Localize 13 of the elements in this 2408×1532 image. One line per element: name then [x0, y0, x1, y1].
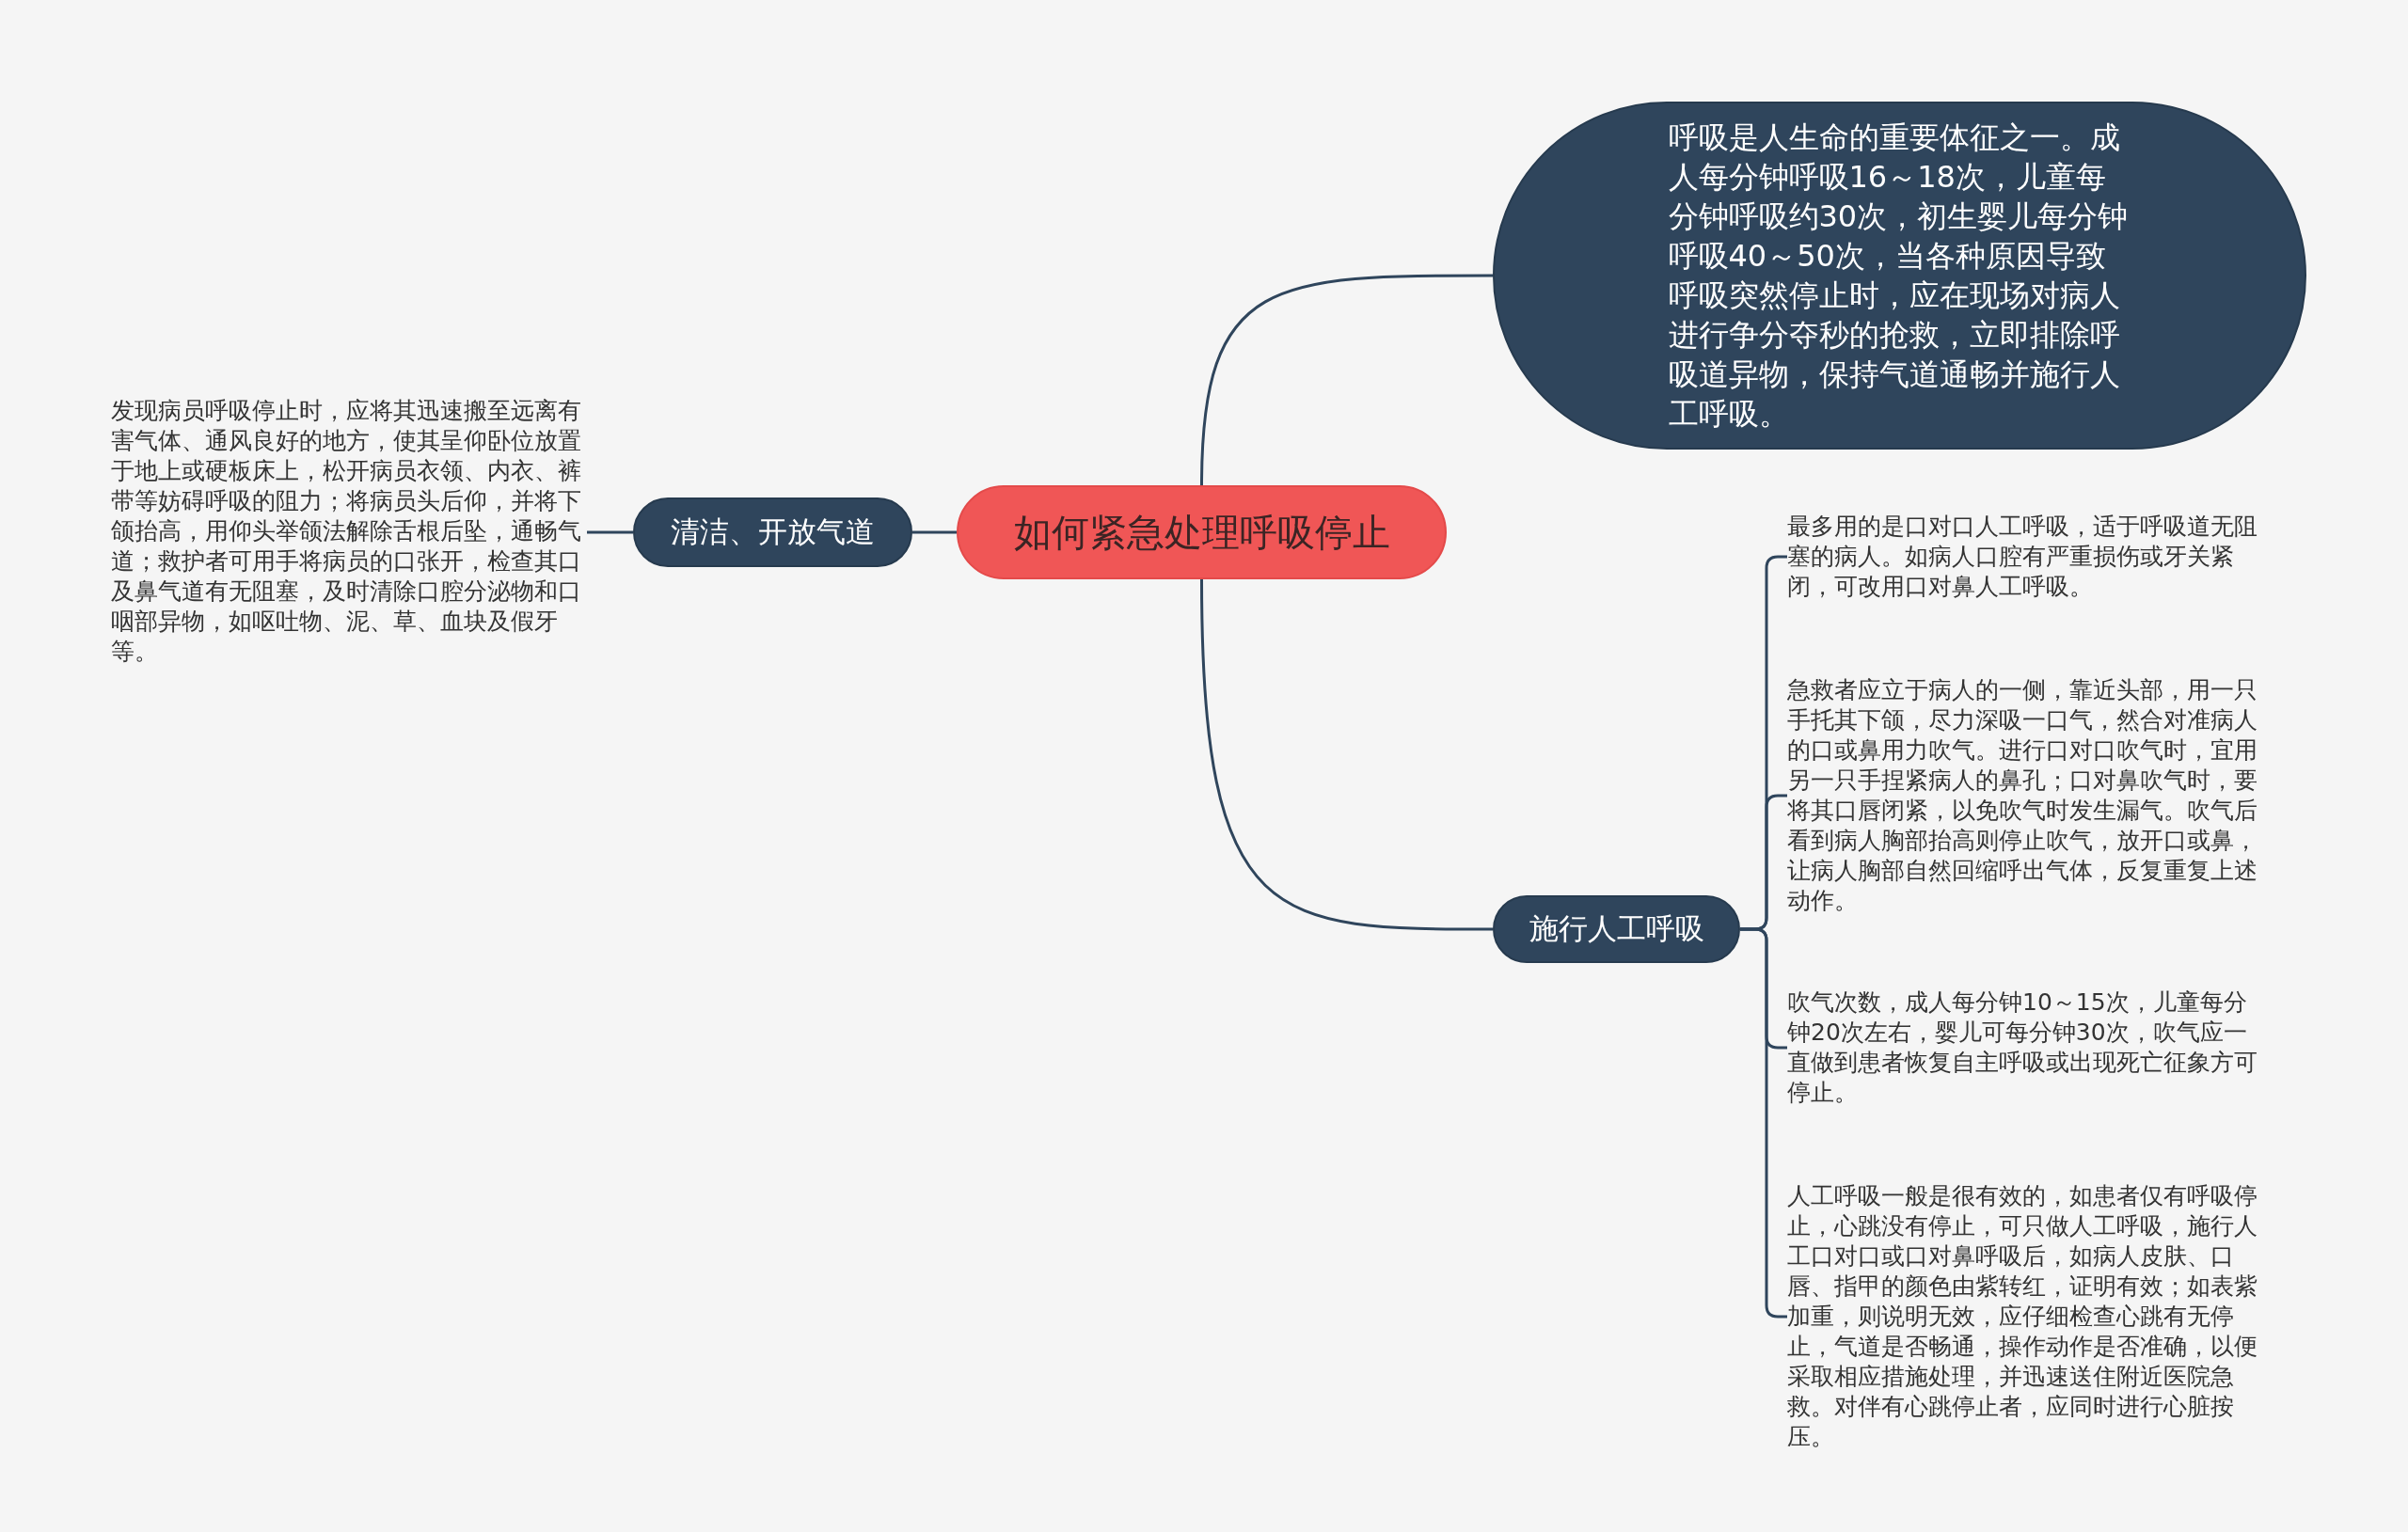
connector-line: [912, 530, 957, 534]
central-topic: 如何紧急处理呼吸停止: [957, 485, 1447, 579]
note-text: 最多用的是口对口人工呼吸，适于呼吸道无阻塞的病人。如病人口腔有严重损伤或牙关紧闭，可改用口对鼻人工呼吸。: [1787, 512, 2269, 602]
note-text: 急救者应立于病人的一侧，靠近头部，用一只手托其下颌，尽力深吸一口气，然合对准病人的口或鼻用力吹气。进行口对口吹气时，宜用另一只手捏紧病人的鼻孔；口对鼻吹气时，要将其口唇闭紧，以免吹气时发生漏气。吹气后看到病人胸部抬高则停止吹气，放开口或鼻，让病人胸部自然回缩呼出气体，反复重复上述动作。: [1787, 675, 2269, 916]
branch-topic: 施行人工呼吸: [1493, 895, 1740, 963]
connector-line: [1200, 578, 1493, 931]
note-text: 人工呼吸一般是很有效的，如患者仅有呼吸停止，心跳没有停止，可只做人工呼吸，施行人工口对口或口对鼻呼吸后，如病人皮肤、口唇、指甲的颜色由紫转红，证明有效；如表紫加重，则说明无效，应仔细检查心跳有无停止，气道是否畅通，操作动作是否准确，以便采取相应措施处理，并迅速送住附近医院急救。对伴有心跳停止者，应同时进行心脏按压。: [1787, 1181, 2269, 1452]
summary-text: 呼吸是人生命的重要体征之一。成人每分钟呼吸16～18次，儿童每分钟呼吸约30次，初生婴儿每分钟呼吸40～50次，当各种原因导致呼吸突然停止时，应在现场对病人进行争分夺秒的抢救，立即排除呼吸道异物，保持气道通畅并施行人工呼吸。: [1668, 118, 2130, 434]
note-text: 吹气次数，成人每分钟10～15次，儿童每分钟20次左右，婴儿可每分钟30次，吹气应一直做到患者恢复自主呼吸或出现死亡征象方可停止。: [1787, 987, 2269, 1108]
note-text: 发现病员呼吸停止时，应将其迅速搬至远离有害气体、通风良好的地方，使其呈仰卧位放置于地上或硬板床上，松开病员衣领、内衣、裤带等妨碍呼吸的阻力；将病员头后仰，并将下颌抬高，用仰头举颌法解除舌根后坠，通畅气道；救护者可用手将病员的口张开，检查其口及鼻气道有无阻塞，及时清除口腔分泌物和口咽部异物，如呕吐物、泥、草、血块及假牙等。: [111, 396, 587, 667]
branch-topic: 清洁、开放气道: [633, 498, 912, 567]
connector-line: [587, 530, 633, 534]
connector-line: [1200, 274, 1493, 486]
